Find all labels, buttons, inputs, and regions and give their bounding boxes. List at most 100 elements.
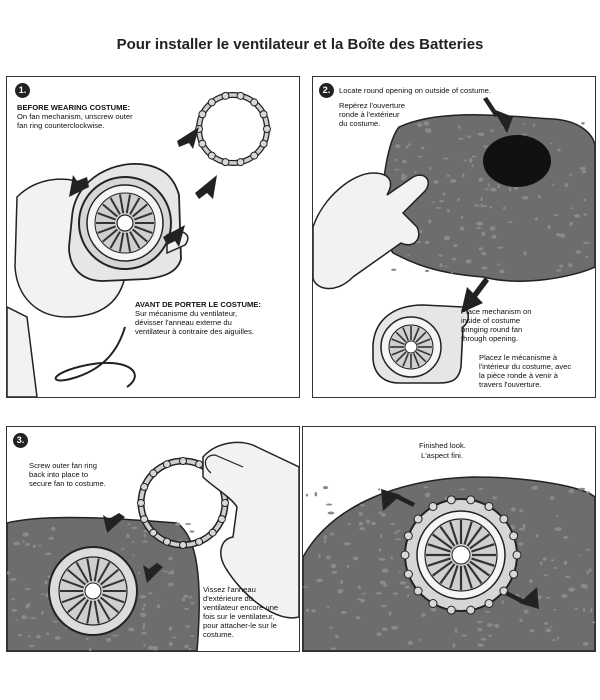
rock-texture	[399, 581, 407, 585]
rock-texture	[190, 634, 195, 637]
rock-texture	[391, 625, 398, 630]
step-1-panel: 1. BEFORE WEARING COSTUME: On fan mechan…	[6, 76, 300, 398]
ring-notch	[195, 460, 204, 469]
rock-texture	[471, 164, 474, 168]
rock-texture	[458, 488, 466, 491]
ring-notch	[413, 514, 423, 524]
rock-texture	[545, 628, 552, 633]
rock-texture	[461, 634, 467, 637]
rock-texture	[582, 241, 590, 244]
fan-blade	[466, 563, 483, 584]
rock-texture	[568, 587, 576, 592]
ring-notch	[162, 460, 171, 469]
rock-texture	[188, 648, 192, 651]
step-1-fr-heading: AVANT DE PORTER LE COSTUME:	[135, 300, 261, 309]
rock-texture	[569, 173, 573, 176]
rock-texture	[487, 623, 492, 628]
ring-notch	[207, 151, 216, 160]
rock-texture	[465, 259, 472, 264]
rock-texture	[552, 183, 555, 186]
ring-notch	[263, 125, 271, 133]
fan-blade	[439, 526, 456, 547]
rock-texture	[22, 540, 25, 544]
fan-blade	[102, 228, 118, 243]
ring-notch	[208, 528, 217, 537]
rock-texture	[305, 608, 309, 613]
rock-texture	[439, 263, 443, 268]
fan-blade	[67, 596, 86, 613]
rock-texture	[463, 159, 467, 162]
rock-texture	[376, 632, 382, 637]
ring-notch	[259, 139, 268, 148]
rock-texture	[414, 170, 417, 174]
ring-notch	[484, 598, 494, 608]
rock-texture	[450, 271, 453, 274]
rock-texture	[565, 575, 571, 579]
ring-notch	[466, 605, 476, 615]
rock-texture	[343, 542, 351, 546]
rock-texture	[381, 568, 389, 573]
ring-notch	[428, 598, 438, 608]
rock-texture	[442, 157, 449, 160]
rock-texture	[487, 183, 490, 188]
rock-texture	[402, 159, 407, 164]
ring-notch	[179, 541, 187, 549]
rock-texture	[131, 526, 138, 530]
rock-texture	[188, 596, 193, 599]
rock-texture	[168, 626, 173, 631]
rock-texture	[489, 226, 496, 231]
rock-texture	[44, 552, 52, 555]
rock-texture	[125, 533, 130, 539]
rock-texture	[497, 246, 504, 249]
rock-texture	[522, 196, 529, 200]
rock-texture	[401, 173, 406, 179]
rock-texture	[582, 641, 589, 646]
ring-notch	[217, 515, 226, 524]
rock-texture	[167, 582, 174, 587]
fan-blade	[449, 565, 459, 589]
rock-texture	[545, 596, 550, 599]
rock-texture	[581, 170, 587, 174]
fan-blade	[75, 561, 89, 583]
rock-texture	[22, 532, 30, 537]
rock-texture	[392, 592, 399, 596]
rock-texture	[421, 146, 425, 150]
fan-blade	[471, 543, 495, 553]
rock-texture	[407, 254, 410, 257]
rock-texture	[468, 158, 473, 163]
rock-texture	[48, 536, 55, 540]
rock-texture	[331, 570, 338, 574]
rock-texture	[481, 231, 486, 237]
rock-texture	[550, 559, 555, 562]
rock-texture	[177, 539, 183, 542]
rock-texture	[474, 204, 480, 207]
rock-texture	[518, 527, 525, 531]
rock-texture	[523, 609, 529, 614]
fan-blade	[75, 599, 89, 621]
rock-texture	[303, 586, 308, 588]
rock-texture	[453, 243, 458, 248]
rock-texture	[185, 625, 191, 628]
rock-texture	[17, 633, 22, 637]
rock-texture	[585, 255, 589, 259]
rock-texture	[184, 644, 189, 649]
rock-texture	[391, 268, 397, 271]
rock-texture	[127, 523, 131, 526]
rock-texture	[502, 206, 506, 210]
rock-texture	[316, 578, 324, 583]
rock-texture	[554, 527, 562, 532]
rock-texture	[569, 221, 574, 226]
rock-texture	[424, 269, 430, 272]
fan-blade	[100, 569, 119, 586]
rock-texture	[508, 221, 513, 224]
fan-blade	[463, 565, 473, 589]
fan-blade	[391, 348, 405, 356]
fan-blade	[432, 533, 453, 550]
rock-texture	[522, 524, 526, 529]
rock-texture	[586, 491, 591, 494]
step-2-panel: 2. Locate round opening on outside of co…	[312, 76, 596, 398]
